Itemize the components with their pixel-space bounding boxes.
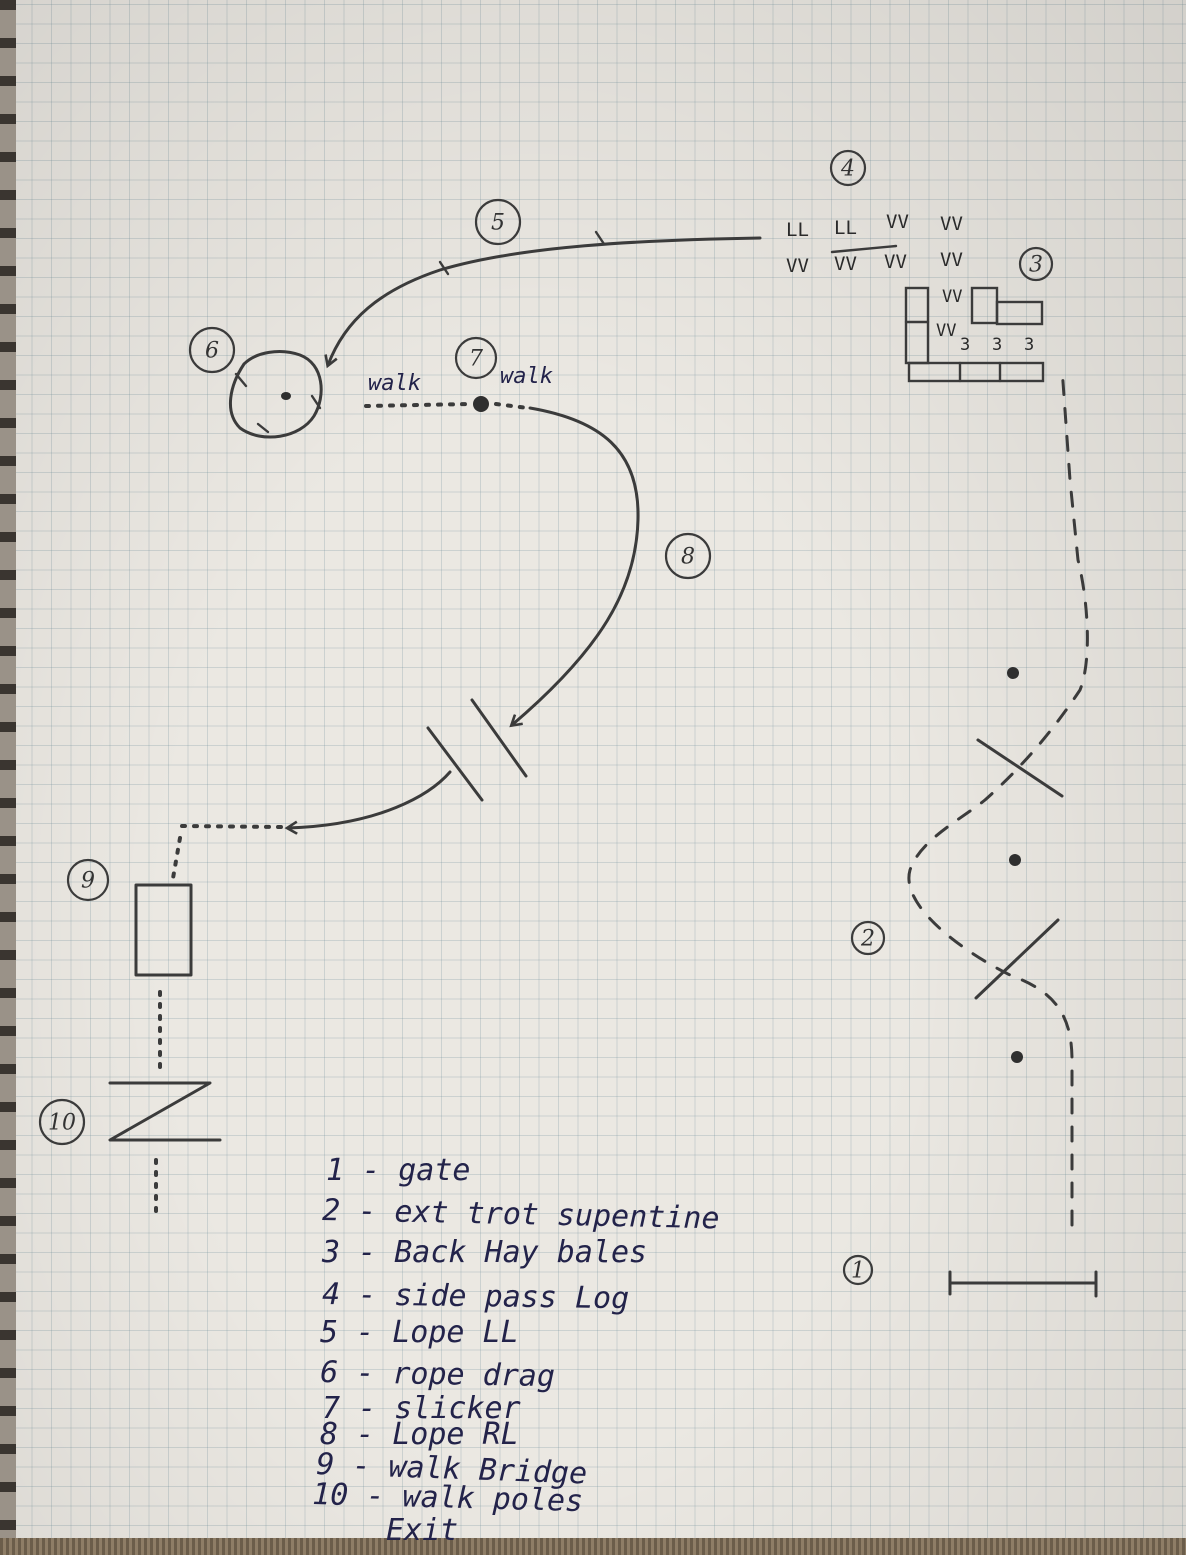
hay-vv-mark: VV bbox=[936, 321, 956, 341]
sidepass-mark: VV bbox=[940, 249, 963, 271]
path-tick bbox=[596, 232, 604, 244]
hay-bales-obstacle: VV VV 3 3 3 bbox=[906, 287, 1043, 381]
lope-rl-path bbox=[512, 408, 638, 725]
legend: 1 - gate 2 - ext trot supentine 3 - Back… bbox=[312, 1153, 720, 1548]
marker-2: 2 bbox=[852, 922, 884, 954]
legend-item: 1 - gate bbox=[326, 1153, 471, 1188]
sidepass-mark: VV bbox=[786, 255, 809, 277]
legend-item: 2 - ext trot supentine bbox=[322, 1193, 720, 1236]
marker-4: 4 bbox=[831, 151, 865, 185]
marker-7: 7 bbox=[456, 338, 496, 378]
walk-label: walk bbox=[500, 364, 553, 389]
cone-marker bbox=[1009, 854, 1021, 866]
hay-back-arrow: 3 bbox=[1024, 335, 1034, 355]
legend-item: 8 - Lope RL bbox=[320, 1417, 519, 1452]
legend-item: 4 - side pass Log bbox=[322, 1277, 630, 1316]
side-pass-log-obstacle: LL LL VV VV VV VV VV VV bbox=[786, 211, 963, 277]
svg-text:8: 8 bbox=[681, 545, 695, 570]
path-to-bridge bbox=[288, 772, 450, 828]
svg-text:1: 1 bbox=[851, 1259, 865, 1284]
rope-drag-obstacle bbox=[230, 352, 321, 437]
marker-9: 9 bbox=[68, 860, 108, 900]
gate-obstacle bbox=[950, 1272, 1096, 1296]
walk-path bbox=[182, 826, 282, 827]
marker-1: 1 bbox=[844, 1256, 872, 1284]
walk-label: walk bbox=[368, 371, 421, 396]
legend-item: 6 - rope drag bbox=[320, 1355, 555, 1394]
legend-item: 5 - Lope LL bbox=[320, 1315, 519, 1350]
sidepass-mark: VV bbox=[886, 211, 909, 233]
svg-text:7: 7 bbox=[469, 347, 483, 372]
svg-text:9: 9 bbox=[81, 869, 95, 894]
sidepass-mark: LL bbox=[834, 217, 857, 239]
cone-marker bbox=[1011, 1051, 1023, 1063]
walk-path bbox=[366, 404, 470, 406]
legend-item: 3 - Back Hay bales bbox=[321, 1235, 647, 1270]
serpentine-bar bbox=[978, 740, 1062, 796]
hay-back-arrow: 3 bbox=[960, 335, 970, 355]
sidepass-mark: LL bbox=[786, 219, 809, 241]
walk-poles-obstacle bbox=[110, 1083, 220, 1140]
hay-vv-mark: VV bbox=[942, 287, 962, 307]
legend-exit: Exit bbox=[386, 1513, 458, 1548]
slicker-obstacle bbox=[473, 396, 489, 412]
svg-text:6: 6 bbox=[205, 339, 219, 364]
bridge-obstacle bbox=[136, 885, 191, 975]
cone-marker bbox=[1007, 667, 1019, 679]
serpentine-bar bbox=[976, 920, 1058, 998]
hay-back-arrow: 3 bbox=[992, 335, 1002, 355]
walk-path bbox=[172, 838, 180, 884]
marker-10: 10 bbox=[40, 1100, 84, 1144]
marker-6: 6 bbox=[190, 328, 234, 372]
svg-text:5: 5 bbox=[491, 211, 505, 236]
marker-3: 3 bbox=[1020, 248, 1052, 280]
svg-text:2: 2 bbox=[860, 927, 875, 952]
lope-ll-path bbox=[328, 238, 760, 365]
pole-obstacle bbox=[428, 728, 482, 800]
svg-text:3: 3 bbox=[1029, 253, 1043, 278]
pole-obstacle bbox=[472, 700, 526, 776]
sidepass-mark: VV bbox=[940, 213, 963, 235]
svg-text:10: 10 bbox=[48, 1111, 76, 1136]
marker-5: 5 bbox=[476, 200, 520, 244]
svg-text:4: 4 bbox=[840, 157, 855, 182]
sidepass-mark: VV bbox=[834, 253, 857, 275]
marker-8: 8 bbox=[666, 534, 710, 578]
sidepass-mark: VV bbox=[884, 251, 907, 273]
walk-path bbox=[496, 404, 528, 408]
